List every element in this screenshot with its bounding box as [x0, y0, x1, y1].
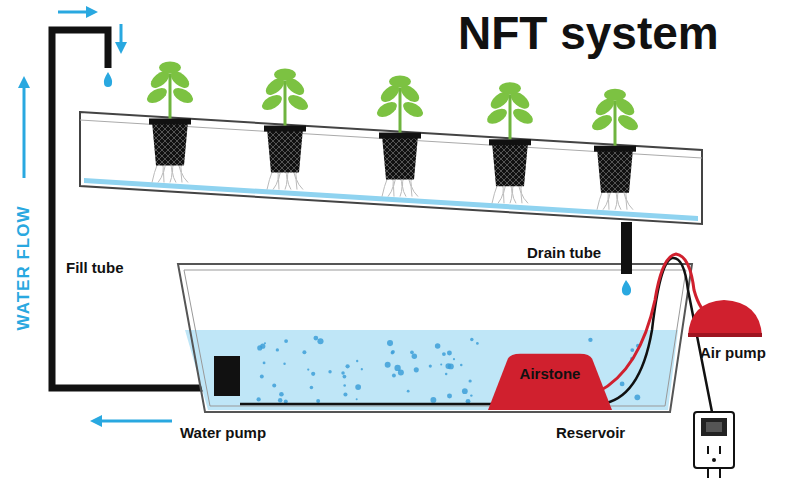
air-pump — [688, 300, 762, 336]
power-cord — [240, 258, 712, 412]
water-pump — [214, 356, 240, 396]
flow-arrows — [24, 12, 172, 421]
airstone-shape: Airstone — [488, 346, 612, 410]
drain-tube — [621, 222, 632, 274]
part-label: Drain tube — [527, 244, 601, 261]
timer-outlet — [694, 412, 734, 478]
water-drop — [104, 72, 112, 87]
part-label: Airstone — [520, 365, 581, 382]
flow-label: WATER FLOW — [14, 206, 34, 331]
part-label: Fill tube — [66, 259, 124, 276]
water-drop — [622, 280, 631, 296]
reservoir-tub — [178, 264, 692, 412]
nft-channel — [80, 61, 702, 224]
part-label: Air pump — [700, 344, 766, 361]
part-label: Reservoir — [556, 424, 625, 441]
diagram-title: NFT system — [458, 6, 719, 60]
part-label: Water pump — [180, 424, 266, 441]
